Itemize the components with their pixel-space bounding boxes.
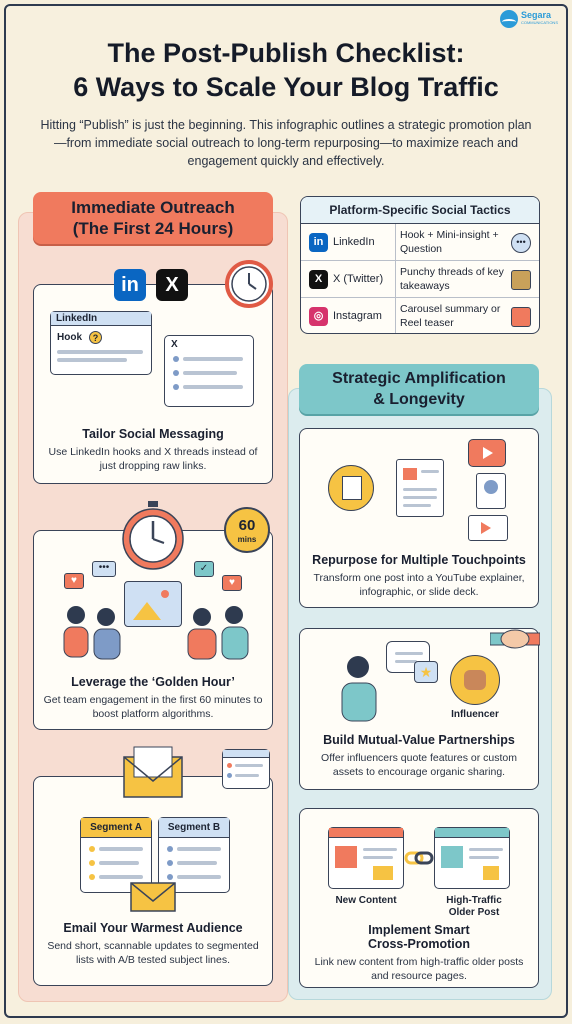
platform-tactics-table: Platform-Specific Social Tactics in Link… [300, 196, 540, 334]
image-post-icon [124, 581, 182, 627]
repurpose-desc: Transform one post into a YouTube explai… [313, 572, 525, 598]
brand-name: Segara [520, 10, 551, 20]
page-subtitle: Hitting “Publish” is just the beginning.… [40, 118, 532, 168]
golden-hour-desc: Get team engagement in the first 60 minu… [43, 694, 263, 720]
platform-row-x: X X (Twitter) Punchy threads of key take… [301, 261, 539, 298]
title-line-2: 6 Ways to Scale Your Blog Traffic [73, 72, 499, 102]
heading-line-2: (The First 24 Hours) [72, 219, 234, 238]
older-post-label-line-1: High-Traffic [446, 895, 502, 906]
email-audience-title: Email Your Warmest Audience [63, 921, 243, 935]
platform-name: X (Twitter) [333, 273, 384, 285]
hook-label: Hook [57, 332, 82, 343]
clock-icon [225, 260, 273, 308]
older-post-label-line-2: Older Post [448, 907, 500, 918]
segment-b-window: Segment B [158, 817, 230, 893]
team-left-icon [63, 606, 121, 660]
team-right-icon [187, 606, 249, 660]
partnerships-desc: Offer influencers quote features or cust… [321, 752, 517, 778]
linkedin-icon: in [114, 269, 146, 301]
instagram-icon: ◎ [309, 307, 328, 326]
platform-tactic: Carousel summary or Reel teaser [400, 303, 501, 329]
cross-promotion-card: New Content High-Traffic Older Post Impl… [299, 808, 539, 988]
segment-a-label: Segment A [81, 818, 151, 838]
tailor-social-card: in X LinkedIn Hook ? X Tailor Social Mes… [33, 260, 273, 484]
stopwatch-icon [122, 501, 184, 570]
older-post-label: High-Traffic Older Post [432, 895, 516, 919]
platform-table-heading: Platform-Specific Social Tactics [301, 197, 539, 224]
repurpose-title: Repurpose for Multiple Touchpoints [312, 553, 526, 567]
platform-row-instagram: ◎ Instagram Carousel summary or Reel tea… [301, 298, 539, 333]
envelope-icon [123, 746, 183, 798]
linkedin-post-window: LinkedIn Hook ? [50, 311, 152, 375]
handshake-icon [490, 629, 540, 649]
platform-tactic: Punchy threads of key takeaways [400, 266, 504, 292]
older-post-window [434, 827, 510, 889]
segment-b-label: Segment B [159, 818, 229, 838]
star-icon: ★ [414, 661, 438, 683]
wave-icon [499, 10, 518, 28]
timer-unit: mins [237, 535, 257, 544]
email-audience-card: Segment A Segment B Email Your Warmest A… [33, 746, 273, 986]
platform-row-linkedin: in LinkedIn Hook + Mini-insight + Questi… [301, 224, 539, 261]
heading-line-1: Immediate Outreach [71, 198, 235, 217]
x-icon: X [309, 270, 328, 289]
platform-name: Instagram [333, 310, 382, 322]
title-line-1: The Post-Publish Checklist: [107, 38, 465, 68]
brand-tagline: COMMUNICATIONS [520, 20, 558, 25]
comment-icon: ••• [92, 561, 116, 577]
x-window-label: X [171, 339, 178, 350]
golden-hour-card: 60 mins ♥ ••• ✓ ♥ Leverage the ‘Golden H… [33, 501, 273, 730]
x-thread-window: X [164, 335, 254, 407]
x-icon: X [156, 269, 188, 301]
film-reel-icon [511, 307, 531, 327]
question-icon: ? [89, 331, 102, 344]
segment-a-window: Segment A [80, 817, 152, 893]
slide-deck-icon [468, 515, 508, 541]
chat-bubble-icon: ••• [511, 233, 531, 253]
link-chain-icon [404, 851, 434, 865]
heart-icon-2: ♥ [222, 575, 242, 591]
tailor-social-desc: Use LinkedIn hooks and X threads instead… [48, 446, 258, 472]
influencer-label: Influencer [451, 709, 499, 720]
thread-spool-icon [511, 270, 531, 290]
linkedin-icon: in [309, 233, 328, 252]
infographic-icon [476, 473, 506, 509]
new-content-window [328, 827, 404, 889]
immediate-outreach-heading: Immediate Outreach (The First 24 Hours) [33, 192, 273, 244]
cross-promotion-title-line-1: Implement Smart [368, 923, 470, 937]
thumbs-up-icon: ✓ [194, 561, 214, 577]
new-content-label: New Content [335, 895, 397, 906]
linkedin-window-label: LinkedIn [51, 312, 151, 326]
document-circle-icon [328, 465, 374, 511]
heart-icon: ♥ [64, 573, 84, 589]
timer-value: 60 [238, 517, 256, 534]
amplification-heading: Strategic Amplification & Longevity [299, 364, 539, 414]
page-title: The Post-Publish Checklist: 6 Ways to Sc… [0, 36, 572, 104]
cross-promotion-desc: Link new content from high-traffic older… [314, 956, 524, 982]
partnerships-title: Build Mutual-Value Partnerships [323, 733, 515, 747]
person-icon [341, 656, 377, 722]
cross-promotion-title-line-2: Cross-Promotion [367, 937, 471, 951]
golden-hour-title: Leverage the ‘Golden Hour’ [71, 675, 235, 689]
small-envelope-icon [130, 882, 176, 912]
tailor-social-title: Tailor Social Messaging [82, 427, 224, 441]
sixty-minute-timer: 60 mins [224, 507, 270, 553]
email-audience-desc: Send short, scannable updates to segment… [47, 940, 259, 966]
youtube-icon [468, 439, 506, 467]
repurpose-card: Repurpose for Multiple Touchpoints Trans… [299, 428, 539, 608]
blog-post-icon [396, 459, 444, 517]
fist-bump-icon [450, 655, 500, 705]
heading-line-2: & Longevity [373, 391, 465, 408]
heading-line-1: Strategic Amplification [332, 370, 506, 387]
platform-tactic: Hook + Mini-insight + Question [400, 229, 499, 255]
platform-name: LinkedIn [333, 236, 375, 248]
partnerships-card: ★ Influencer Build Mutual-Value Partners… [299, 628, 540, 790]
cross-promotion-title: Implement Smart Cross-Promotion [300, 923, 538, 951]
list-window-icon [222, 749, 270, 789]
